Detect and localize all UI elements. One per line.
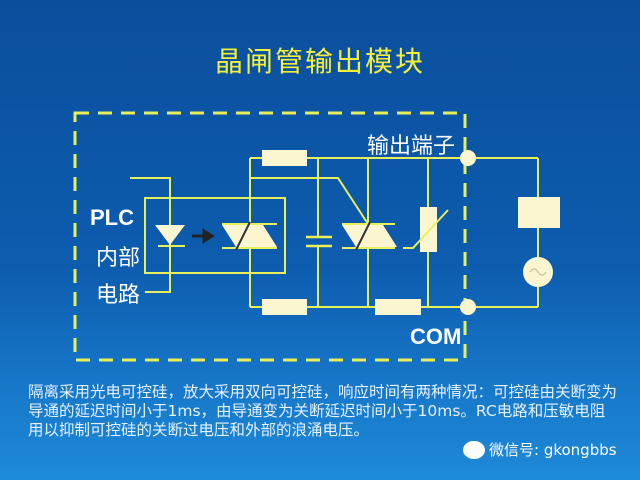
- gate-wire: [250, 177, 369, 225]
- output-terminal-label: 输出端子: [367, 134, 456, 159]
- internal-label: 内部: [96, 246, 141, 271]
- watermark: 微信号: gkongbbs: [463, 439, 617, 460]
- terminal-com: [460, 299, 476, 315]
- com-label: COM: [410, 324, 462, 349]
- resistor-bottom-right: [375, 299, 421, 315]
- watermark-text: 微信号: gkongbbs: [489, 441, 617, 459]
- terminal-output: [460, 150, 476, 166]
- description-text: 隔离采用光电可控硅，放大采用双向可控硅，响应时间有两种情况：可控硅由关断变为导通…: [28, 383, 618, 439]
- slide-title: 晶闸管输出模块: [214, 45, 425, 78]
- triac1-icon: [222, 225, 277, 247]
- led-icon: [155, 225, 185, 245]
- circuit-label-text: 电路: [96, 283, 141, 308]
- plc-label: PLC: [90, 205, 134, 230]
- varistor-icon: [420, 207, 437, 252]
- resistor-top: [262, 150, 307, 166]
- light-arrow-icon: [192, 228, 215, 244]
- triac2-icon: [342, 225, 397, 247]
- load-icon: [518, 197, 560, 228]
- resistor-bottom-left: [262, 299, 307, 315]
- wechat-icon: [463, 440, 485, 459]
- module-boundary-dashed: [73, 111, 467, 362]
- optocoupler-box: [144, 197, 286, 274]
